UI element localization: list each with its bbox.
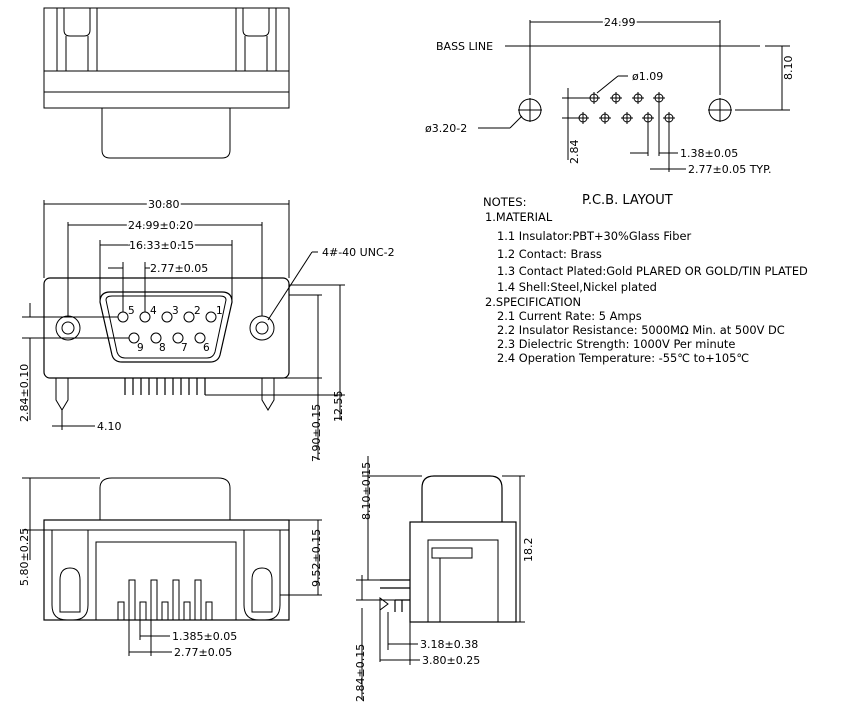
pcb-layout: BASS LINE 24.99 8.10	[425, 14, 795, 176]
bottom-pins	[117, 579, 213, 621]
bottom-view: 5.80±0.25 9.52±0.15 1.385±0.05 2.77±0.05	[18, 477, 323, 659]
total-height-dim: 12.55	[332, 391, 345, 423]
side-overall-height-dim: 18.2	[522, 538, 535, 563]
bottom-left-height-dim: 5.80±0.25	[18, 528, 31, 586]
pcb-half-pitch-dim: 1.38±0.05	[680, 147, 738, 160]
pcb-pin-pitch-dim: 2.77±0.05 TYP.	[688, 163, 772, 176]
notes-title: P.C.B. LAYOUT	[582, 193, 673, 208]
pcb-row-offset-dim: 2.84	[568, 140, 581, 165]
mount-pitch-dim: 24.99±0.20	[128, 219, 193, 232]
pin-number-6: 6	[203, 342, 210, 354]
pin-number-7: 7	[181, 342, 188, 354]
side-top-height-dim: 8.10±0.15	[360, 462, 373, 520]
notes-heading: NOTES:	[483, 195, 527, 209]
pin-number-5: 5	[128, 305, 135, 317]
spec-item-1: 2.1 Current Rate: 5 Amps	[497, 309, 642, 323]
side-row-offset-dim: 2.84±0.15	[354, 644, 367, 702]
thread-callout: 4#-40 UNC-2	[322, 246, 395, 259]
material-item-1: 1.1 Insulator:PBT+30%Glass Fiber	[497, 229, 692, 243]
shell-width-dim: 16.33±0.15	[129, 239, 194, 252]
bottom-pin-pitch-dim: 2.77±0.05	[174, 646, 232, 659]
pin-number-9: 9	[137, 342, 144, 354]
front-pin-pitch-dim: 2.77±0.05	[150, 262, 208, 275]
front-row-offset-dim: 2.84±0.10	[18, 364, 31, 422]
peg-offset-dim: 4.10	[97, 420, 122, 433]
pin-number-3: 3	[172, 305, 179, 317]
bottom-half-pitch-dim: 1.385±0.05	[172, 630, 237, 643]
side-pin-offset-a-dim: 3.18±0.38	[420, 638, 478, 651]
body-height-dim: 7.90±0.15	[310, 404, 323, 462]
material-item-2: 1.2 Contact: Brass	[497, 247, 602, 261]
pcb-mount-hole-dim: ø3.20-2	[425, 122, 467, 135]
pin-number-1: 1	[216, 305, 223, 317]
material-item-3: 1.3 Contact Plated:Gold PLARED OR GOLD/T…	[497, 264, 808, 278]
spec-heading: 2.SPECIFICATION	[485, 295, 582, 309]
pcb-pin-holes	[577, 92, 675, 124]
side-view: 8.10±0.15 18.2 2.84±0.15 3.18±0.38 3.80±…	[354, 456, 535, 702]
material-item-4: 1.4 Shell:Steel,Nickel plated	[497, 280, 657, 294]
pcb-height-dim: 8.10	[782, 56, 795, 81]
front-view: 5 4 3 2 1 9 8 7 6 30.80 24.99±0.20	[18, 196, 395, 462]
pin-number-8: 8	[159, 342, 166, 354]
side-pin-offset-b-dim: 3.80±0.25	[422, 654, 480, 667]
top-view	[43, 7, 290, 159]
base-line-label: BASS LINE	[436, 40, 493, 53]
overall-width-dim: 30.80	[148, 198, 180, 211]
pcb-pitch-dim: 24.99	[604, 16, 636, 29]
front-tails	[124, 378, 206, 395]
spec-item-3: 2.3 Dielectric Strength: 1000V Per minut…	[497, 337, 736, 351]
material-heading: 1.MATERIAL	[485, 210, 553, 224]
pcb-pin-hole-dim: ø1.09	[632, 70, 663, 83]
pin-number-4: 4	[150, 305, 157, 317]
spec-item-2: 2.2 Insulator Resistance: 5000MΩ Min. at…	[497, 323, 785, 337]
spec-item-4: 2.4 Operation Temperature: -55℃ to+105℃	[497, 351, 750, 365]
bottom-right-height-dim: 9.52±0.15	[310, 529, 323, 587]
pin-number-2: 2	[194, 305, 201, 317]
